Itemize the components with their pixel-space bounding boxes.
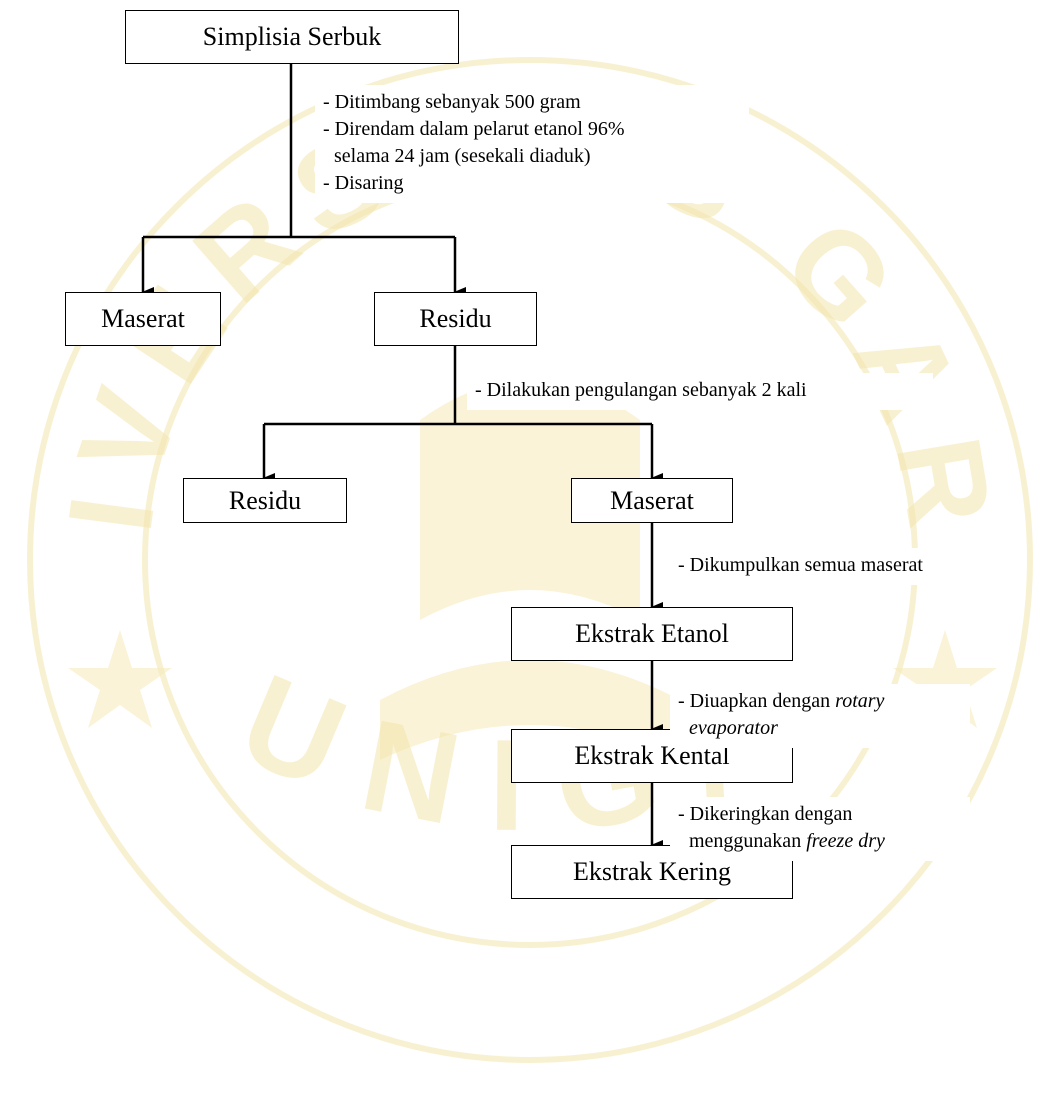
box-label: Residu [228,485,302,515]
box-maserat-2: Maserat [571,478,733,523]
box-label: Maserat [610,485,694,515]
note-step-2: - Dilakukan pengulangan sebanyak 2 kali [467,373,933,410]
note-line: evaporator [678,715,962,742]
note-text: menggunakan [689,830,807,852]
note-italic-text: evaporator [689,717,778,739]
note-italic-text: rotary [835,690,885,712]
note-line: - Diuapkan dengan rotary [678,688,962,715]
box-label: Ekstrak Kering [572,857,732,886]
note-line: - Disaring [323,172,404,194]
note-text: - Diuapkan dengan [678,690,836,712]
box-residu: Residu [374,292,537,346]
star-icon [68,630,172,728]
note-line: - Ditimbang sebanyak 500 gram [323,91,581,113]
note-line: menggunakan freeze dry [678,828,962,855]
box-simplisia-serbuk: Simplisia Serbuk [125,10,459,64]
note-line: - Dilakukan pengulangan sebanyak 2 kali [475,379,807,401]
box-ekstrak-etanol: Ekstrak Etanol [511,607,793,661]
box-label: Maserat [101,304,185,333]
note-line: - Dikumpulkan semua maserat [678,554,923,576]
star-icon [893,630,997,728]
note-step-1: - Ditimbang sebanyak 500 gram - Direndam… [315,85,749,203]
box-residu-2: Residu [183,478,347,523]
box-label: Simplisia Serbuk [202,22,382,51]
note-line: - Direndam dalam pelarut etanol 96% [323,118,625,140]
note-step-4: - Diuapkan dengan rotary evaporator [670,684,970,748]
box-label: Residu [419,304,492,333]
note-step-3: - Dikumpulkan semua maserat [670,548,1025,585]
box-maserat: Maserat [65,292,221,346]
box-label: Ekstrak Etanol [575,619,729,648]
note-line: selama 24 jam (sesekali diaduk) [334,145,591,167]
note-italic-text: freeze dry [806,830,885,852]
note-line: - Dikeringkan dengan [678,803,853,825]
note-step-5: - Dikeringkan dengan menggunakan freeze … [670,797,970,861]
